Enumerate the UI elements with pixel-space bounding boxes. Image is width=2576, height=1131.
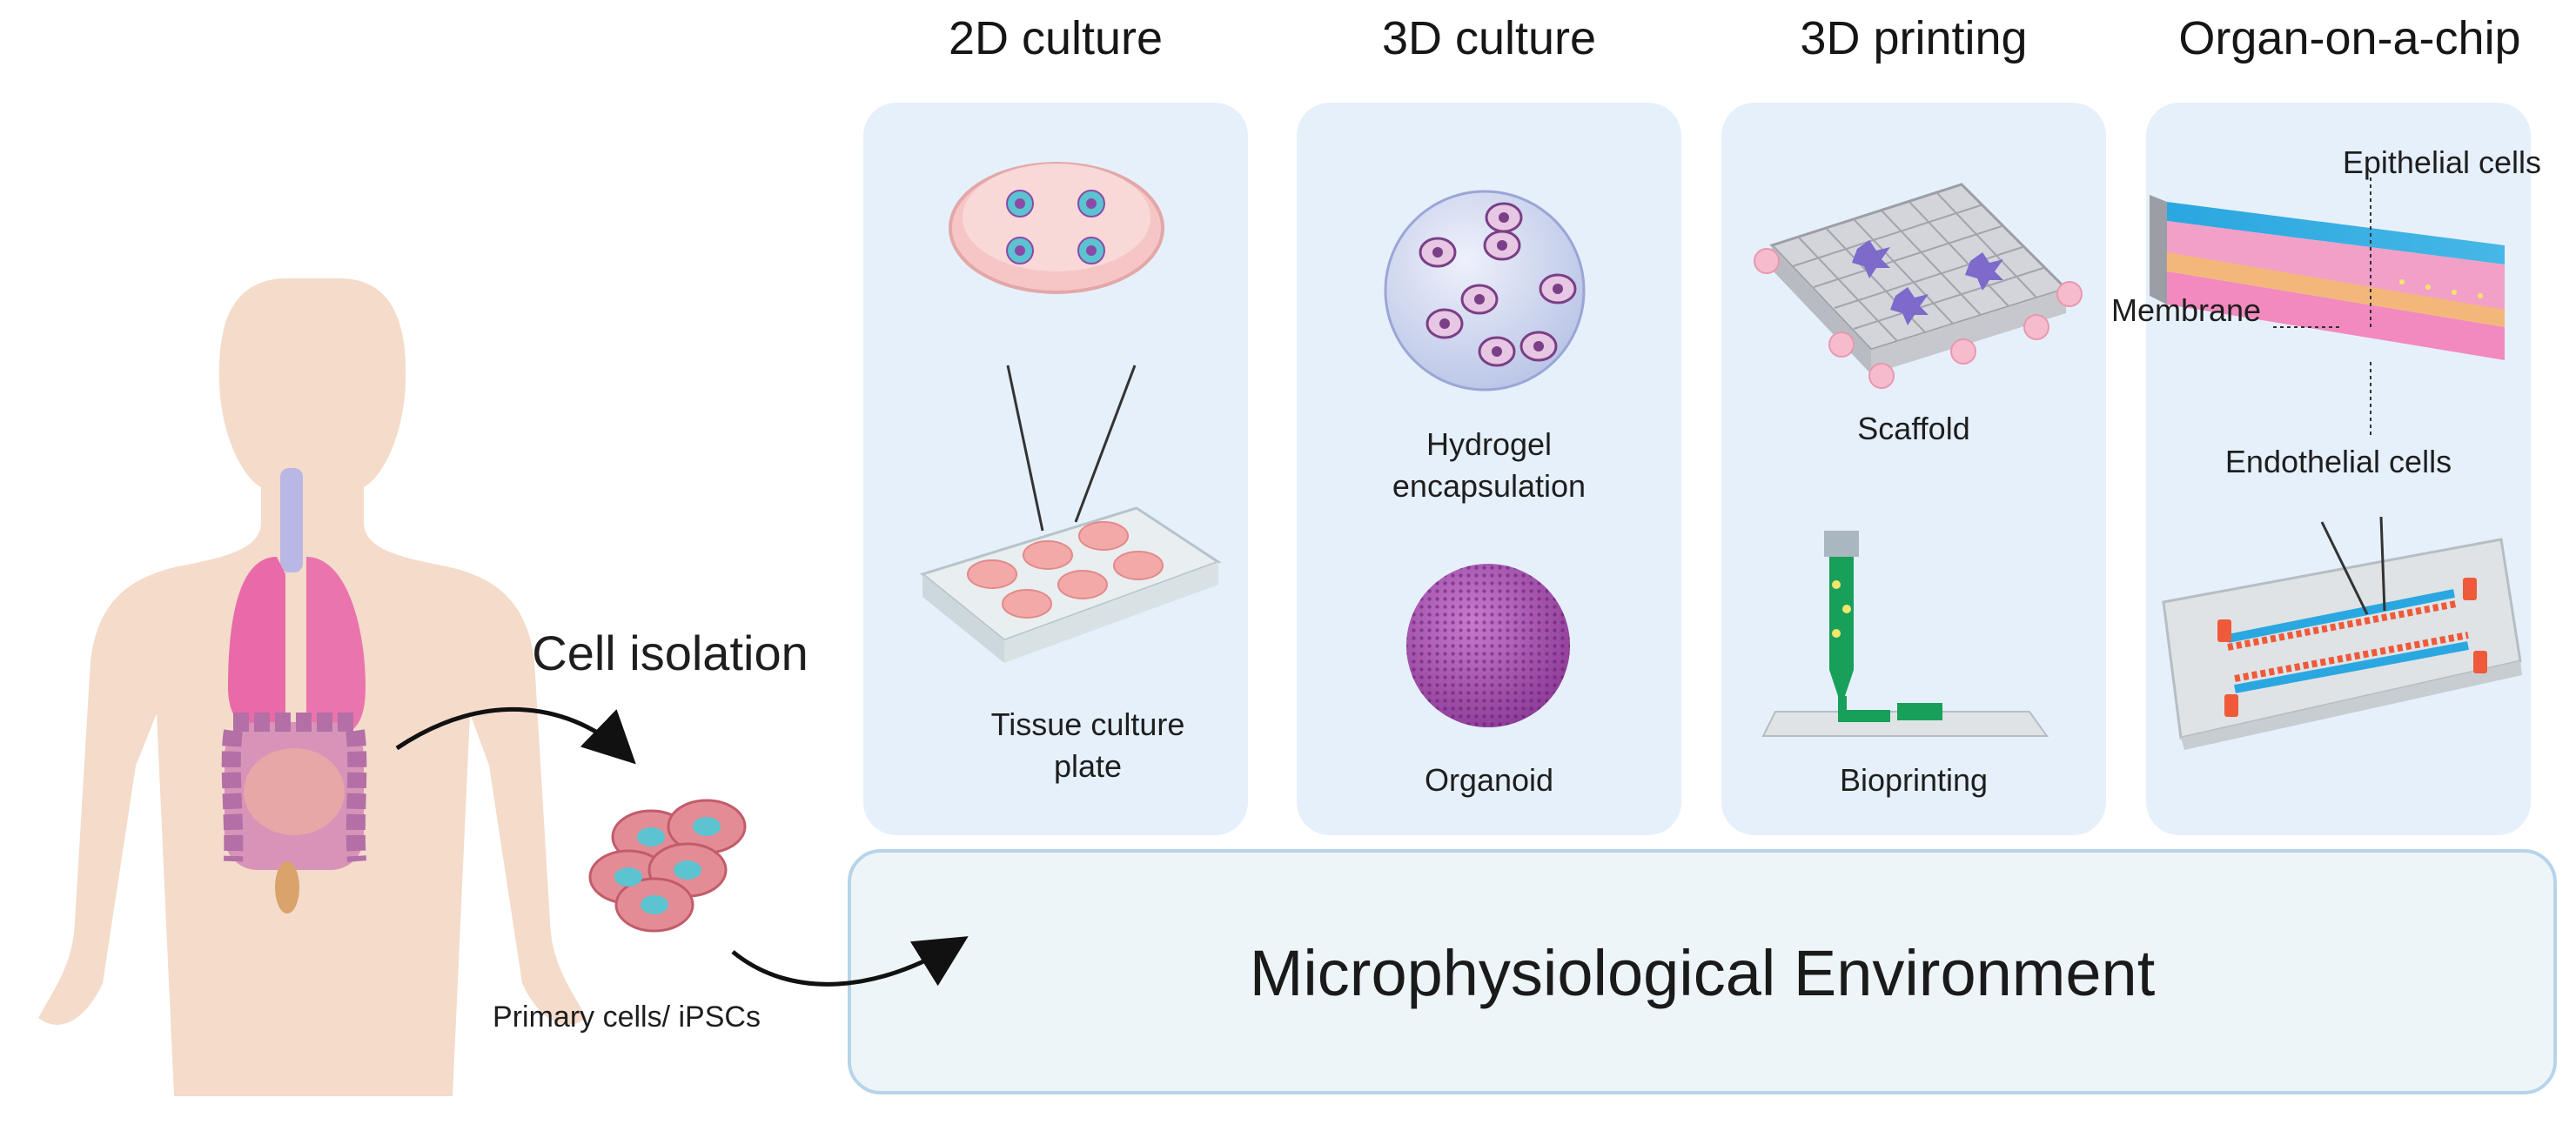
title-organ-on-a-chip: Organ-on-a-chip [2178,12,2521,64]
environment-arrow [731,936,969,987]
label-plate: plate [1053,748,1123,784]
illustration-2d-culture [919,162,1222,663]
microphysiological-environment-label: Microphysiological Environment [1249,937,2156,1009]
label-organoid: Organoid [1424,762,1554,798]
label-encapsulation: encapsulation [1392,468,1587,504]
human-body-illustration [38,278,636,1096]
label-epithelial-cells: Epithelial cells [2342,144,2541,180]
illustration-organ-on-a-chip [2150,177,2522,750]
microphysiological-environment-box [848,849,2557,1094]
label-bioprinting: Bioprinting [1839,762,1989,798]
title-2d-culture: 2D culture [948,12,1164,64]
label-scaffold: Scaffold [1857,411,1970,446]
trachea [280,468,303,572]
label-primary-cells: Primary cells/ iPSCs [493,1000,761,1034]
isolation-arrow [395,706,636,765]
intestines [221,713,367,914]
illustration-3d-culture [1384,190,1586,727]
illustration-3d-printing [1754,183,2083,737]
label-cell-isolation: Cell isolation [532,626,808,680]
label-tissue-culture: Tissue culture [990,706,1185,742]
primary-cell-cluster [588,799,747,933]
title-3d-culture: 3D culture [1381,12,1597,64]
lungs [228,557,285,732]
label-membrane: Membrane [2111,292,2262,328]
title-3d-printing: 3D printing [1800,12,2028,64]
label-endothelial-cells: Endothelial cells [2224,444,2452,479]
label-hydrogel: Hydrogel [1426,426,1553,462]
